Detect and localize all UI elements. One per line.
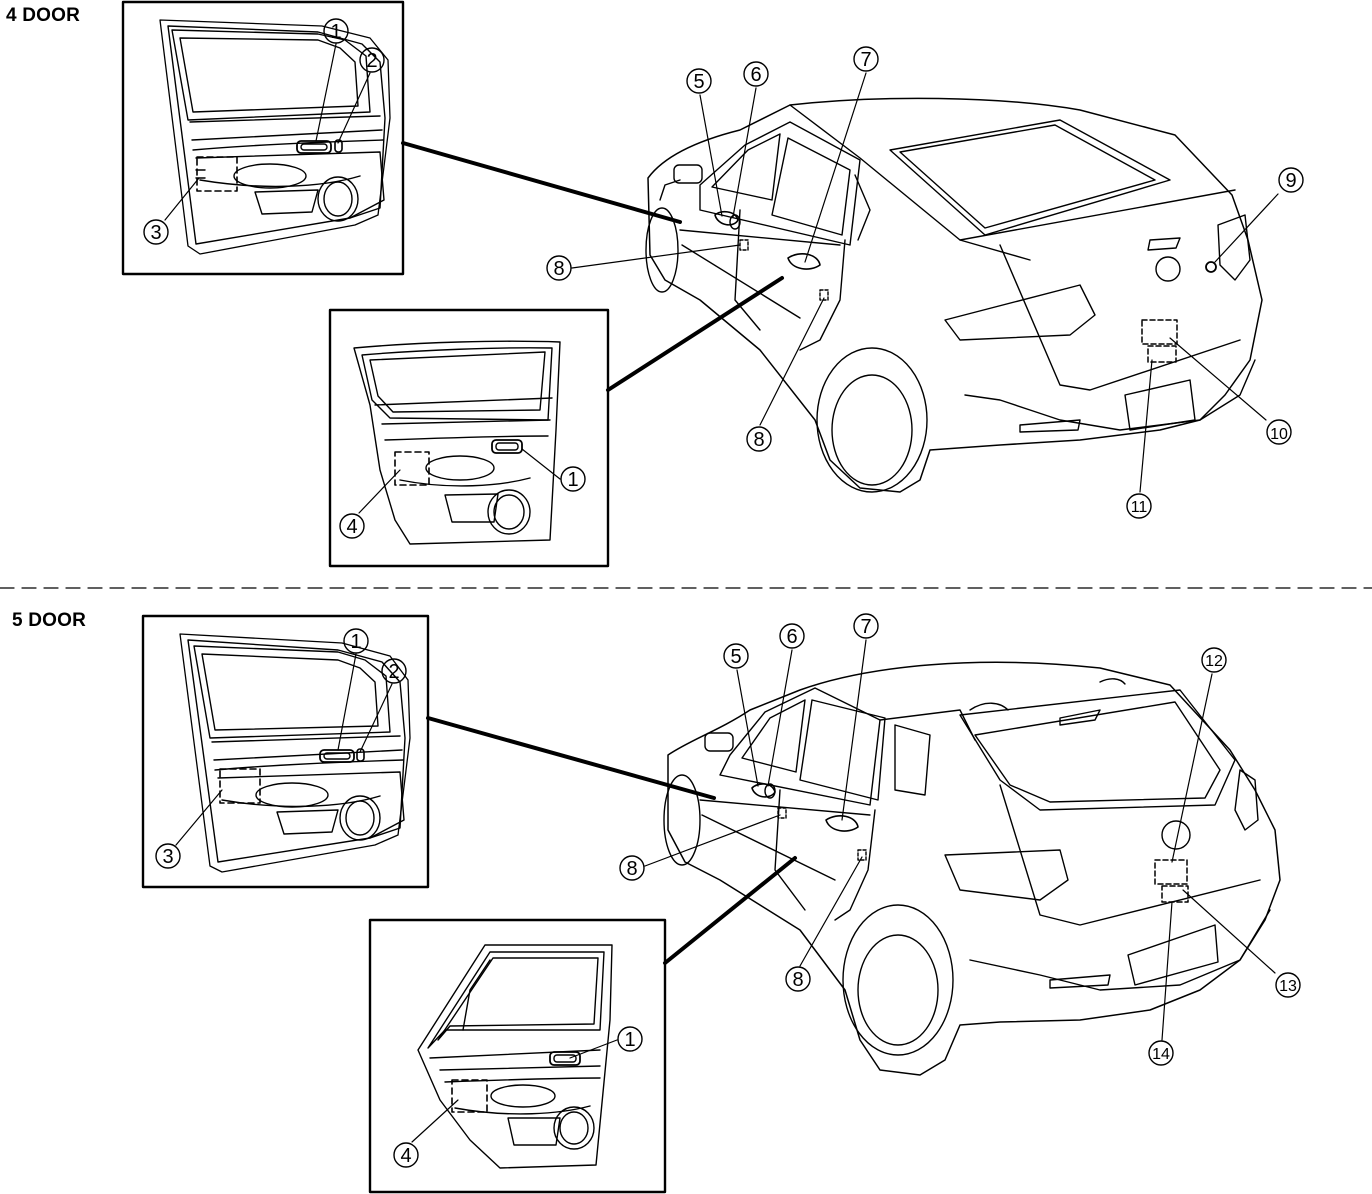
hatchback-car-illustration <box>663 661 1281 1076</box>
svg-text:2: 2 <box>388 661 399 683</box>
callout-5-4door: 5 <box>686 68 712 94</box>
section-label-4-door: 4 DOOR <box>6 5 81 26</box>
callout-8-lower-4door: 8 <box>746 426 772 452</box>
callout-1-front-5door: 1 <box>343 628 369 654</box>
callout-5-5door: 5 <box>723 643 749 669</box>
svg-text:6: 6 <box>750 64 761 86</box>
svg-text:4: 4 <box>346 516 357 538</box>
svg-text:1: 1 <box>624 1029 635 1051</box>
svg-text:10: 10 <box>1270 426 1288 443</box>
rear-door-inset-5door <box>368 918 667 1194</box>
svg-text:2: 2 <box>366 50 377 72</box>
callout-1-rear-4door: 1 <box>560 466 586 492</box>
svg-text:9: 9 <box>1285 170 1296 192</box>
callout-12-5door: 12 <box>1201 647 1227 673</box>
callout-14-5door: 14 <box>1148 1040 1174 1066</box>
svg-text:12: 12 <box>1205 653 1223 670</box>
callout-9-4door: 9 <box>1278 167 1304 193</box>
callout-leaders-5door <box>175 639 1276 1143</box>
callout-1-front-4door: 1 <box>323 18 349 44</box>
svg-text:7: 7 <box>860 49 871 71</box>
callouts-5door: 1 2 3 1 4 5 6 7 8 8 12 13 14 <box>155 613 1301 1168</box>
callout-4-5door: 4 <box>393 1142 419 1168</box>
callout-1-rear-5door: 1 <box>617 1026 643 1052</box>
callout-4-4door: 4 <box>339 513 365 539</box>
leader-front-door-5door <box>426 716 716 800</box>
callout-11-4door: 11 <box>1126 493 1152 519</box>
callout-8-lower-5door: 8 <box>785 966 811 992</box>
callout-10-4door: 10 <box>1266 419 1292 445</box>
callout-6-4door: 6 <box>743 61 769 87</box>
rear-door-inset-4door <box>328 308 610 568</box>
four-door-section: 1 2 3 1 4 5 6 7 8 8 9 10 11 <box>121 0 1304 568</box>
svg-text:5: 5 <box>693 71 704 93</box>
callout-13-5door: 13 <box>1275 972 1301 998</box>
svg-text:8: 8 <box>753 429 764 451</box>
svg-text:6: 6 <box>786 626 797 648</box>
five-door-section: 1 2 3 1 4 5 6 7 8 8 12 13 14 <box>141 613 1301 1194</box>
callout-leaders-4door <box>164 43 1279 514</box>
callout-2-5door: 2 <box>381 658 407 684</box>
svg-text:1: 1 <box>350 631 361 653</box>
leader-front-door-4door <box>401 141 682 224</box>
callout-8-upper-5door: 8 <box>619 855 645 881</box>
svg-text:4: 4 <box>400 1145 411 1167</box>
svg-text:13: 13 <box>1279 978 1297 995</box>
svg-text:1: 1 <box>567 469 578 491</box>
callout-6-5door: 6 <box>779 623 805 649</box>
leader-rear-door-4door <box>606 276 784 392</box>
callout-7-4door: 7 <box>853 46 879 72</box>
svg-text:3: 3 <box>150 222 161 244</box>
callout-2-4door: 2 <box>359 47 385 73</box>
svg-text:3: 3 <box>162 846 173 868</box>
svg-text:5: 5 <box>730 646 741 668</box>
svg-text:8: 8 <box>792 969 803 991</box>
svg-text:8: 8 <box>626 858 637 880</box>
callout-3-4door: 3 <box>143 219 169 245</box>
svg-text:8: 8 <box>553 258 564 280</box>
callouts-4door: 1 2 3 1 4 5 6 7 8 8 9 10 11 <box>143 18 1304 539</box>
leader-rear-door-5door <box>663 856 797 965</box>
front-door-inset-5door <box>141 614 430 889</box>
section-label-5-door: 5 DOOR <box>12 610 87 631</box>
callout-7-5door: 7 <box>853 613 879 639</box>
front-door-inset-4door <box>121 0 405 276</box>
callout-8-upper-4door: 8 <box>546 255 572 281</box>
svg-text:1: 1 <box>330 21 341 43</box>
sedan-car-illustration <box>645 97 1263 493</box>
svg-text:14: 14 <box>1152 1046 1170 1063</box>
callout-3-5door: 3 <box>155 843 181 869</box>
svg-text:7: 7 <box>860 616 871 638</box>
svg-text:11: 11 <box>1131 499 1148 516</box>
